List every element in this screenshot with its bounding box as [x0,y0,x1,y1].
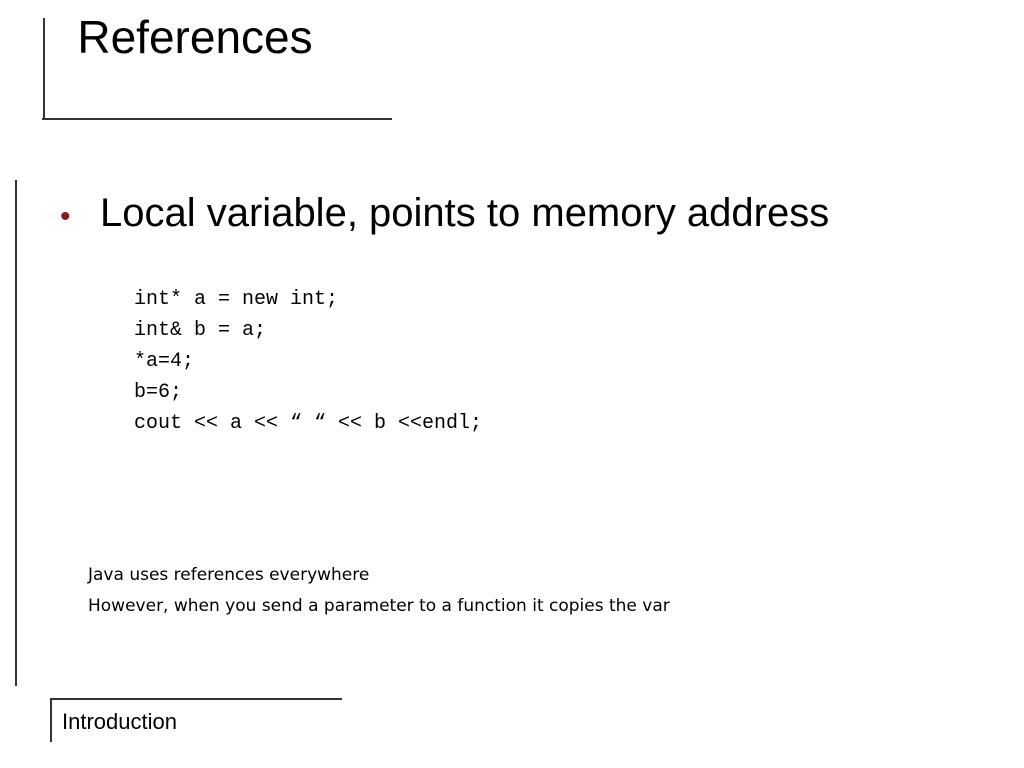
note-line: However, when you send a parameter to a … [88,596,670,616]
note-line: Java uses references everywhere [88,565,370,585]
footer-label: Introduction [62,709,177,734]
content-divider-line [15,180,17,686]
title-frame-vertical-line [43,18,45,119]
bullet-text: Local variable, points to memory address [100,191,830,235]
title-frame-horizontal-line [42,118,392,120]
code-line: b=6; [134,381,183,404]
bullet-icon: • [60,200,71,233]
code-line: cout << a << “ “ << b <<endl; [134,412,483,435]
code-line: int& b = a; [134,319,267,342]
notes-block: Java uses references everywhere However,… [88,560,670,622]
code-line: *a=4; [134,350,195,373]
bullet-item: • Local variable, points to memory addre… [60,188,829,238]
code-line: int* a = new int; [134,288,339,311]
code-block: int* a = new int; int& b = a; *a=4; b=6;… [134,284,482,439]
footer-frame-vertical-line [50,698,52,742]
slide-title: References [77,11,313,63]
footer-frame-horizontal-line [50,698,342,700]
